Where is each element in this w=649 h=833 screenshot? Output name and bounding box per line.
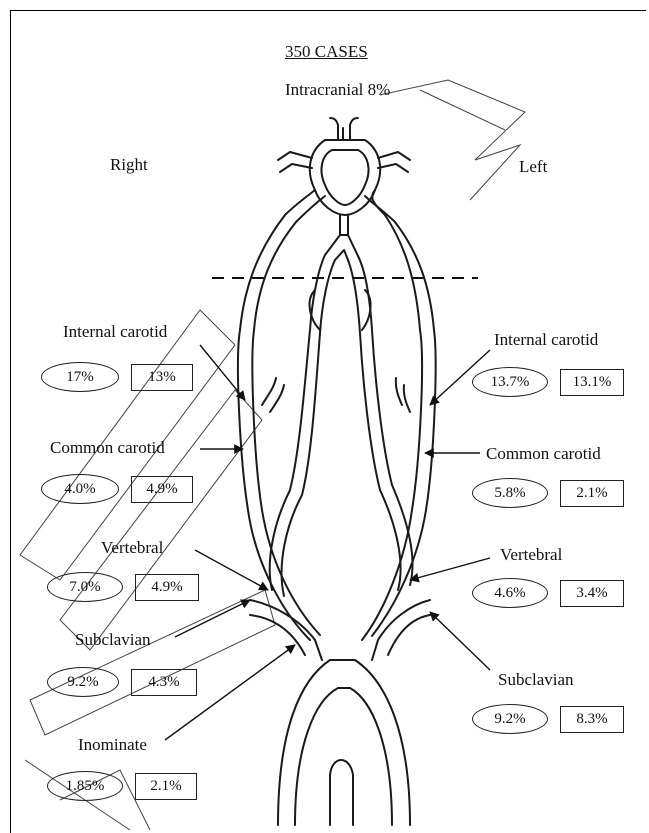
left-side-label: Left <box>519 157 547 177</box>
arrow-left-vertebral <box>410 558 490 580</box>
pointer-arrows <box>165 345 490 740</box>
arrow-right-vertebral <box>195 550 268 590</box>
right-internal-carotid-oval: 17% <box>41 362 119 392</box>
right-vertebral-oval: 7.0% <box>47 572 123 602</box>
left-subclavian-label: Subclavian <box>498 670 574 690</box>
left-internal-carotid-box: 13.1% <box>560 369 624 396</box>
arrow-left-subclavian <box>430 612 490 670</box>
left-internal-carotid-label: Internal carotid <box>494 330 598 350</box>
right-internal-carotid-box: 13% <box>131 364 193 391</box>
left-common-carotid-oval: 5.8% <box>472 478 548 508</box>
right-common-carotid-oval: 4.0% <box>41 474 119 504</box>
right-vertebral-box: 4.9% <box>135 574 199 601</box>
right-subclavian-oval: 9.2% <box>47 667 119 697</box>
intracranial-label: Intracranial 8% <box>285 80 390 100</box>
arrow-right-subclavian <box>175 600 250 637</box>
right-common-carotid-label: Common carotid <box>50 438 165 458</box>
right-subclavian-label: Subclavian <box>75 630 151 650</box>
right-vertebral-label: Vertebral <box>101 538 163 558</box>
right-inominate-oval: 1.85% <box>47 771 123 801</box>
right-subclavian-box: 4.3% <box>131 669 197 696</box>
left-subclavian-oval: 9.2% <box>472 704 548 734</box>
diagram-title: 350 CASES <box>285 42 368 62</box>
right-internal-carotid-label: Internal carotid <box>63 322 167 342</box>
right-common-carotid-box: 4.9% <box>131 476 193 503</box>
right-inominate-box: 2.1% <box>135 773 197 800</box>
arterial-tree <box>238 118 436 825</box>
right-inominate-label: Inominate <box>78 735 147 755</box>
left-common-carotid-label: Common carotid <box>486 444 601 464</box>
left-internal-carotid-oval: 13.7% <box>472 367 548 397</box>
left-vertebral-label: Vertebral <box>500 545 562 565</box>
left-vertebral-box: 3.4% <box>560 580 624 607</box>
left-subclavian-box: 8.3% <box>560 706 624 733</box>
right-side-label: Right <box>110 155 148 175</box>
left-vertebral-oval: 4.6% <box>472 578 548 608</box>
left-common-carotid-box: 2.1% <box>560 480 624 507</box>
